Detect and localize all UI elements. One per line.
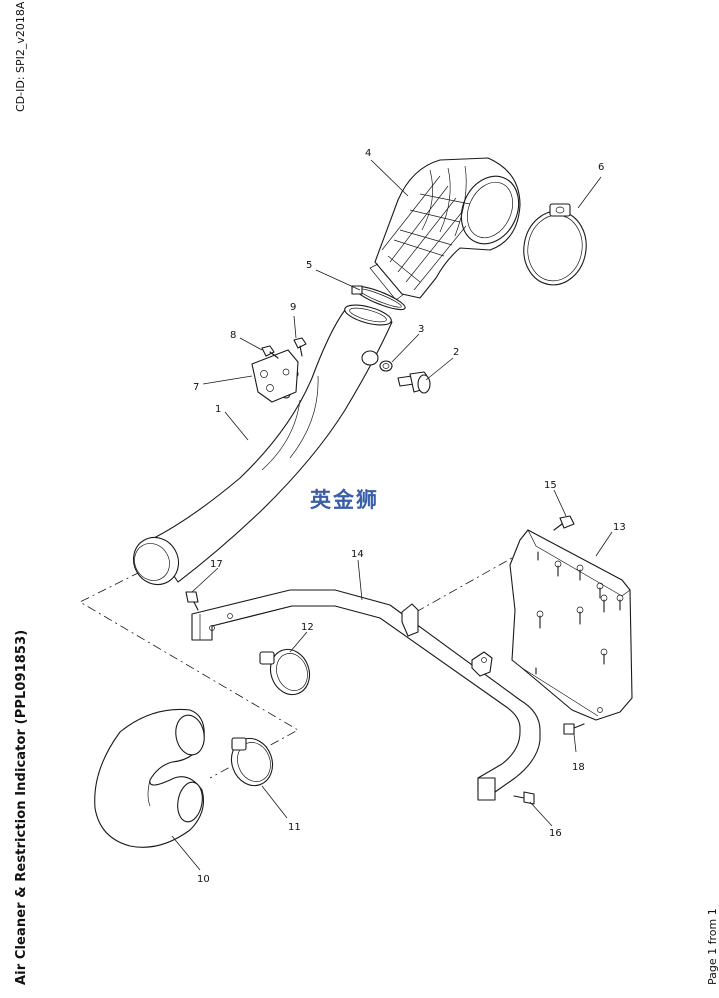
- bolt-18: [563, 723, 585, 735]
- watermark-logo: 英金狮: [310, 488, 379, 512]
- callout-7: 7: [193, 382, 199, 393]
- washer-3: [379, 360, 393, 372]
- bolt-15: [553, 515, 575, 531]
- bolt-17: [185, 591, 199, 611]
- callout-5: 5: [306, 260, 312, 271]
- callout-14: 14: [351, 549, 364, 560]
- callout-3: 3: [418, 324, 424, 335]
- hose-clamp-6: [523, 203, 587, 286]
- callout-11: 11: [288, 822, 301, 833]
- leader-lines: [171, 159, 613, 871]
- bolt-8: [261, 345, 279, 359]
- mount-bracket-7: [251, 349, 299, 403]
- bolt-9: [293, 337, 307, 357]
- hose-clamp-12: [259, 648, 311, 696]
- callout-10: 10: [197, 874, 210, 885]
- callout-13: 13: [613, 522, 626, 533]
- assembly-lines: [79, 544, 536, 779]
- rubber-hose-10: [94, 708, 205, 848]
- callout-17: 17: [210, 559, 223, 570]
- clamp-ring-5: [351, 285, 406, 311]
- intake-elbow: [369, 157, 521, 301]
- intake-tube: [132, 304, 393, 586]
- callout-1: 1: [215, 404, 221, 415]
- callout-2: 2: [453, 347, 459, 358]
- callout-16: 16: [549, 828, 562, 839]
- callout-12: 12: [301, 622, 314, 633]
- callout-18: 18: [572, 762, 585, 773]
- callout-9: 9: [290, 302, 296, 313]
- callout-6: 6: [598, 162, 604, 173]
- callout-8: 8: [230, 330, 236, 341]
- bolt-16: [513, 791, 535, 805]
- callout-15: 15: [544, 480, 557, 491]
- restriction-indicator-2: [397, 371, 431, 394]
- hose-clamp-11: [230, 737, 274, 787]
- callout-4: 4: [365, 148, 371, 159]
- mounting-plate-13: [509, 529, 633, 721]
- callout-numbers: 1 2 3 4 5 6 7 8 9 10 11 12 13 14 15 16 1…: [193, 148, 626, 885]
- support-bracket-14: [191, 589, 541, 801]
